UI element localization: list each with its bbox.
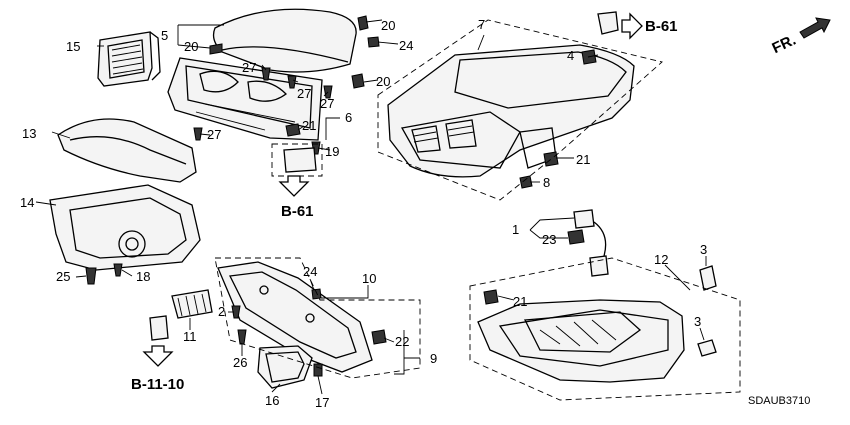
callout-7: 7 [478, 17, 485, 32]
callout-3-upper: 3 [700, 242, 707, 257]
callout-1: 1 [512, 222, 519, 237]
callout-24-a: 24 [399, 38, 413, 53]
storage-pocket-16 [257, 345, 313, 389]
callout-24-b: 24 [303, 264, 317, 279]
ref-b1110: B-11-10 [131, 376, 184, 393]
front-direction-arrow [799, 17, 831, 39]
callout-27-d: 27 [320, 96, 334, 111]
callout-5: 5 [161, 28, 168, 43]
callout-21-b: 21 [576, 152, 590, 167]
callout-18: 18 [136, 269, 150, 284]
callout-15: 15 [66, 39, 80, 54]
callout-9: 9 [430, 351, 437, 366]
callout-2: 2 [218, 304, 225, 319]
switch-panel-11 [171, 289, 213, 319]
callout-20-a: 20 [381, 18, 395, 33]
ref-b61-top: B-61 [645, 18, 678, 35]
column-cover-lower-14 [49, 184, 201, 271]
ref-b61-mid: B-61 [281, 203, 314, 220]
callout-26: 26 [233, 355, 247, 370]
assembly-outlines [214, 19, 741, 401]
dashboard-panel-7 [387, 44, 635, 178]
callout-21-c: 21 [513, 294, 527, 309]
small-parts [85, 11, 717, 377]
callout-27-c: 27 [207, 127, 221, 142]
callout-27-a: 27 [242, 60, 256, 75]
callout-19: 19 [325, 144, 339, 159]
meter-visor-5 [212, 8, 357, 73]
glove-box-frame-10 [217, 261, 373, 373]
meter-panel-6 [167, 57, 323, 141]
callout-3-lower: 3 [694, 314, 701, 329]
front-direction-label: FR. [770, 32, 799, 58]
dashboard-frame-12 [477, 299, 685, 383]
callout-14: 14 [20, 195, 34, 210]
callout-25: 25 [56, 269, 70, 284]
callout-16: 16 [265, 393, 279, 408]
callout-20-b: 20 [184, 39, 198, 54]
callout-labels: 1 2 3 3 4 5 6 7 8 9 10 11 12 13 14 15 16… [20, 17, 707, 410]
callout-20-c: 20 [376, 74, 390, 89]
callout-27-b: 27 [297, 86, 311, 101]
callout-21-a: 21 [302, 118, 316, 133]
diagram-code: SDAUB3710 [748, 395, 810, 407]
callout-8: 8 [543, 175, 550, 190]
callout-10: 10 [362, 271, 376, 286]
callout-4: 4 [567, 48, 574, 63]
callout-13: 13 [22, 126, 36, 141]
callout-17: 17 [315, 395, 329, 410]
ref-arrow-b1110 [142, 345, 174, 367]
callout-6: 6 [345, 110, 352, 125]
callout-12: 12 [654, 252, 668, 267]
callout-11: 11 [183, 329, 197, 344]
column-cover-upper-13 [57, 118, 197, 183]
ref-arrow-b61-mid [278, 175, 310, 197]
callout-23: 23 [542, 232, 556, 247]
callout-22: 22 [395, 334, 409, 349]
ref-arrow-b61-top [621, 12, 643, 40]
leader-lines [35, 19, 707, 395]
air-vent-15 [97, 31, 161, 87]
